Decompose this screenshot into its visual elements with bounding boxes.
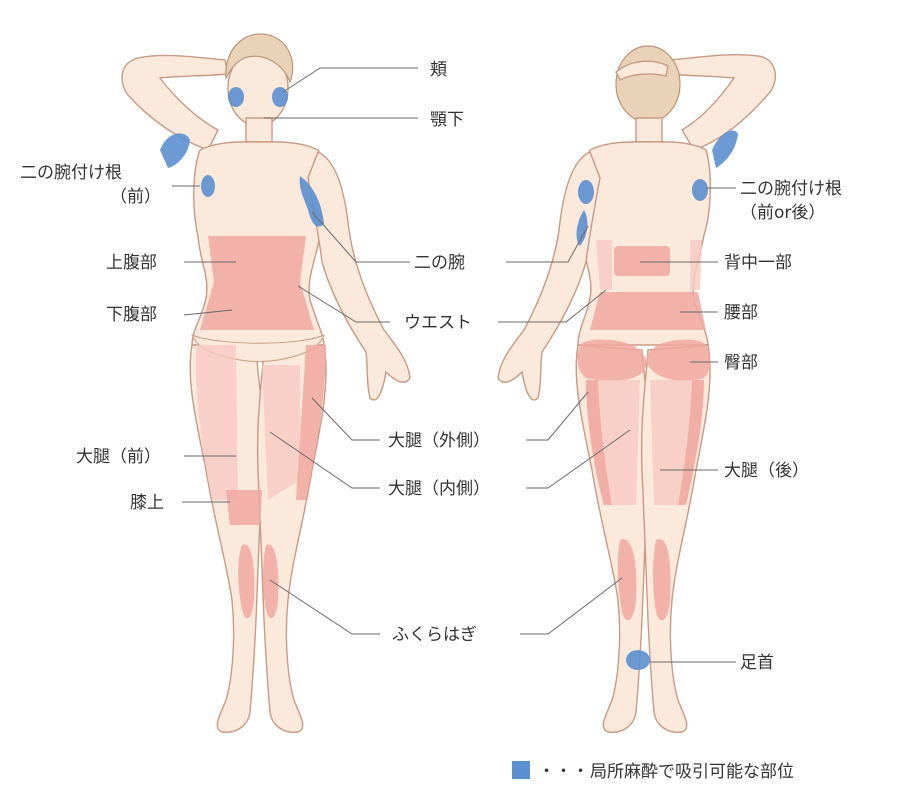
upper-back-zone xyxy=(614,246,670,276)
leader-lines xyxy=(172,67,736,663)
calf-zone-right xyxy=(263,544,279,619)
above-knee-zone xyxy=(226,490,262,525)
label-upper-arm: 二の腕 xyxy=(414,253,465,273)
upper-abdomen-zone xyxy=(208,236,306,282)
label-under-chin: 顎下 xyxy=(430,110,464,130)
thigh-outer-back-right xyxy=(678,380,704,505)
calf-back-zone-left xyxy=(617,539,637,621)
legend-text: 局所麻酔で吸引可能な部位 xyxy=(590,762,794,782)
label-upper-arm-root-front-2: （前） xyxy=(110,187,161,207)
label-waist: ウエスト xyxy=(404,313,472,333)
label-thigh-front: 大腿（前） xyxy=(76,447,161,467)
upper-arm-root-front-zone xyxy=(201,175,215,197)
back-side-right xyxy=(690,240,702,290)
upper-arm-back-zone xyxy=(576,210,588,246)
label-lower-back: 腰部 xyxy=(724,303,758,323)
underarm-zone-back xyxy=(712,130,738,168)
upper-arm-root-back-left-zone xyxy=(578,180,594,204)
label-thigh-outer: 大腿（外側） xyxy=(388,431,490,451)
label-thigh-inner: 大腿（内側） xyxy=(388,479,490,499)
thigh-inner-zone xyxy=(262,365,300,500)
back-figure xyxy=(497,45,777,733)
label-lower-abdomen: 下腹部 xyxy=(106,305,157,325)
label-upper-arm-root-front-1: 二の腕付け根 xyxy=(20,163,122,183)
label-ankle: 足首 xyxy=(740,653,774,673)
thigh-front-zone xyxy=(195,345,238,500)
label-cheek: 頬 xyxy=(430,60,447,80)
cheek-zone-right xyxy=(272,87,288,107)
lower-abdomen-zone xyxy=(200,282,314,330)
buttock-zone-right xyxy=(646,339,711,382)
labels: 頬 顎下 二の腕付け根 （前） 上腹部 二の腕 下腹部 ウエスト 大腿（外側） … xyxy=(20,60,842,673)
thigh-outer-zone xyxy=(296,345,326,500)
legend-marker: ・・・ xyxy=(538,762,589,782)
back-side-left xyxy=(596,240,612,290)
upper-arm-zone-front xyxy=(299,176,324,227)
ankle-zone xyxy=(626,650,650,670)
label-upper-back: 背中一部 xyxy=(724,253,792,273)
lower-back-zone xyxy=(590,292,706,330)
label-buttocks: 臀部 xyxy=(724,353,758,373)
label-above-knee: 膝上 xyxy=(130,493,164,513)
thigh-outer-back-left xyxy=(586,380,612,505)
underarm-zone-front xyxy=(160,133,190,168)
buttock-zone-left xyxy=(577,339,647,382)
label-upper-abdomen: 上腹部 xyxy=(106,253,157,273)
front-figure xyxy=(121,33,411,733)
label-thigh-back: 大腿（後） xyxy=(724,461,809,481)
calf-back-zone-right xyxy=(653,539,671,621)
label-upper-arm-root-back-1: 二の腕付け根 xyxy=(740,179,842,199)
legend-swatch xyxy=(512,761,530,779)
legend: ・・・ 局所麻酔で吸引可能な部位 xyxy=(512,761,794,782)
calf-zone-left xyxy=(238,544,255,619)
label-upper-arm-root-back-2: （前or後） xyxy=(740,203,825,223)
upper-arm-root-back-zone xyxy=(692,179,708,201)
label-calf: ふくらはぎ xyxy=(392,625,477,645)
cheek-zone-left xyxy=(228,87,244,107)
